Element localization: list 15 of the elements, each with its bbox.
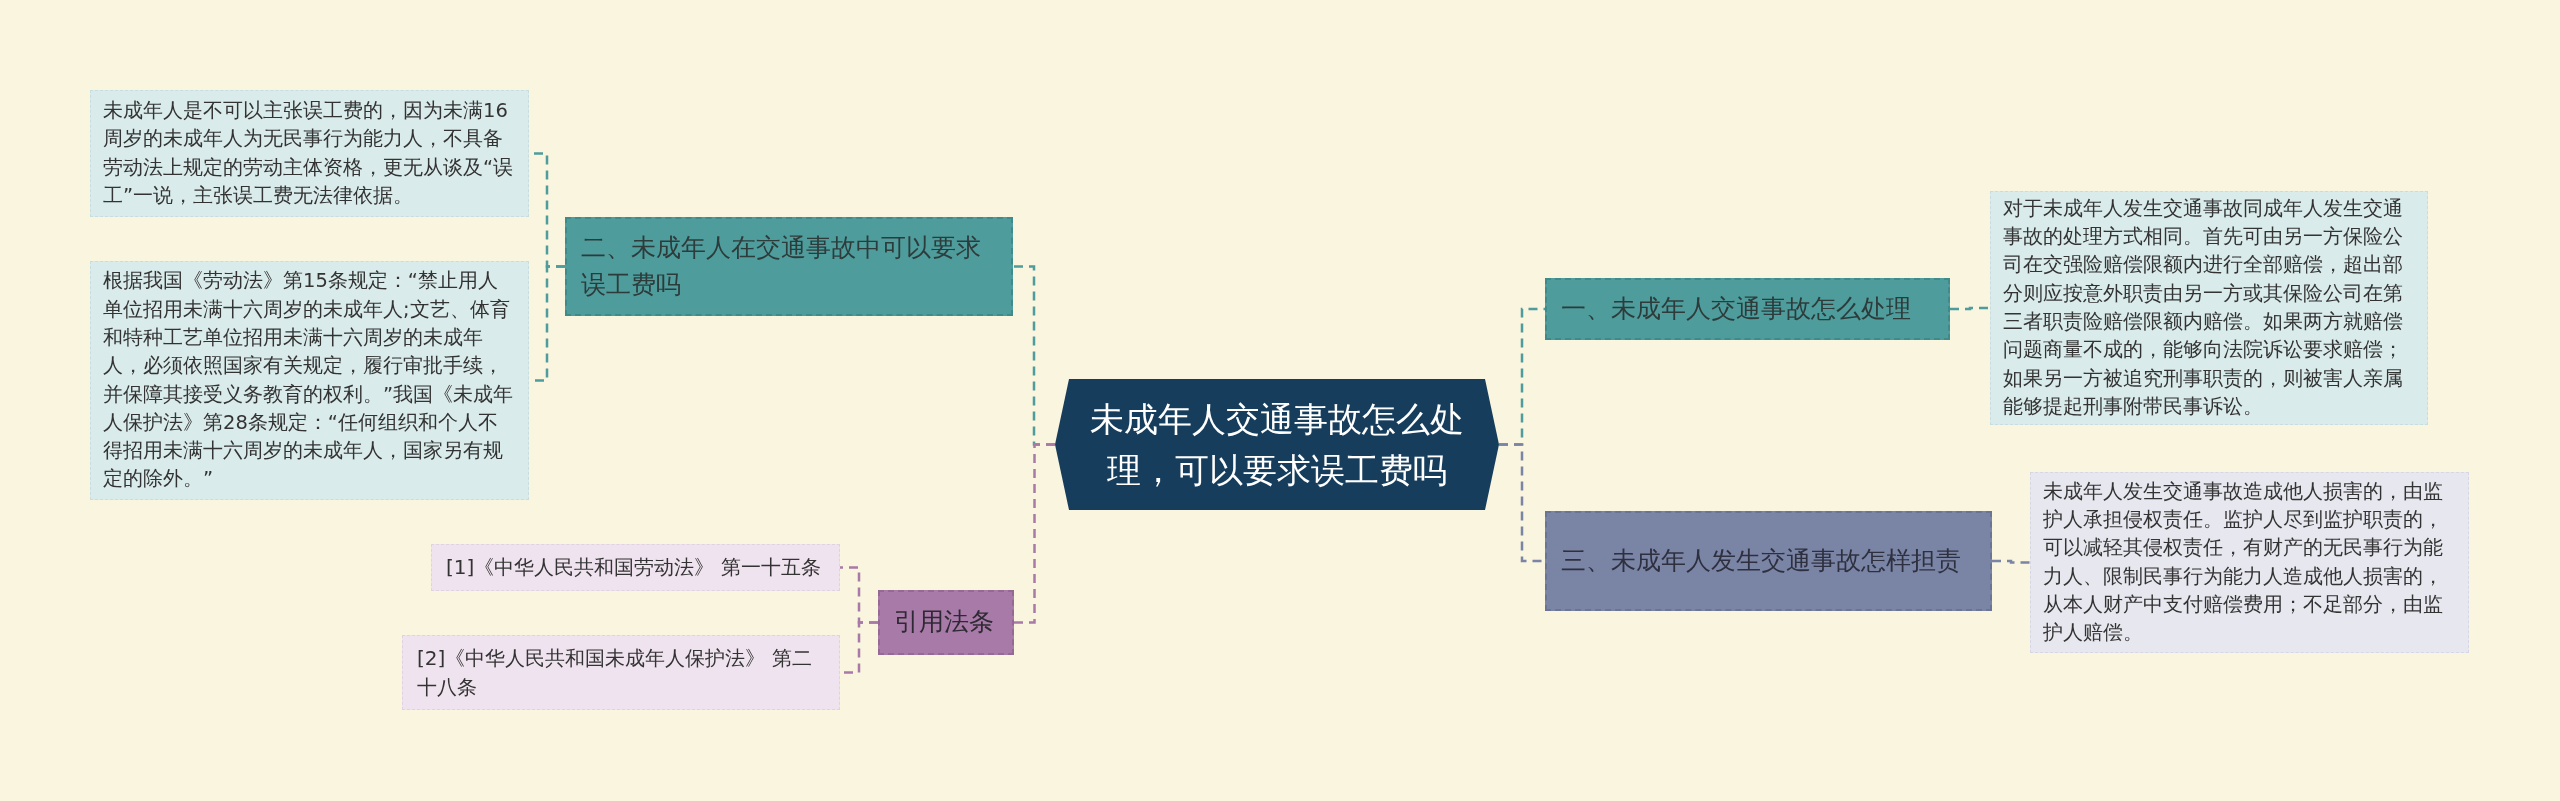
connector-line [1014,443,1055,624]
note-box: 未成年人发生交通事故造成他人损害的，由监护人承担侵权责任。监护人尽到监护职责的，可以减轻其侵权责任，有财产的无民事行为能力人、限制民事行为能力人造成他人损害的，从本人财产中支付赔偿费用；不足部分，由监护人赔偿。 [2030,472,2469,653]
reference-box: [2]《中华人民共和国未成年人保护法》 第二十八条 [402,635,840,710]
note-box: 对于未成年人发生交通事故同成年人发生交通事故的处理方式相同。首先可由另一方保险公司在交强险赔偿限额内进行全部赔偿，超出部分则应按意外职责由另一方或其保险公司在第三者职责险赔偿限额内赔偿。如果两方就赔偿问题商量不成的，能够向法院诉讼要求赔偿；如果另一方被追究刑事职责的，则被害人亲属能够提起刑事附带民事诉讼。 [1990,191,2428,425]
connector-line [1992,559,2030,564]
topic-box: 二、未成年人在交通事故中可以要求误工费吗 [565,217,1013,316]
connector-line [1950,306,1990,311]
note-box: 根据我国《劳动法》第15条规定：“禁止用人单位招用未满十六周岁的未成年人;文艺、体育和特种工艺单位招用未满十六周岁的未成年人，必须依照国家有关规定，履行审批手续，并保障其接受义务教育的权利。”我国《未成年人保护法》第28条规定：“任何组织和个人不得招用未满十六周岁的未成年人，国家另有规定的除外。” [90,261,529,500]
topic-box: 三、未成年人发生交通事故怎样担责 [1545,511,1992,611]
reference-box: [1]《中华人民共和国劳动法》 第一十五条 [431,544,840,591]
topic-box: 一、未成年人交通事故怎么处理 [1545,278,1950,340]
connector-line [1499,443,1545,563]
note-box: 未成年人是不可以主张误工费的，因为未满16周岁的未成年人为无民事行为能力人，不具备劳动法上规定的劳动主体资格，更无从谈及“误工”一说，主张误工费无法律依据。 [90,90,529,217]
topic-hexagon: 未成年人交通事故怎么处理，可以要求误工费吗 [1055,379,1499,510]
topic-box: 引用法条 [878,590,1014,655]
